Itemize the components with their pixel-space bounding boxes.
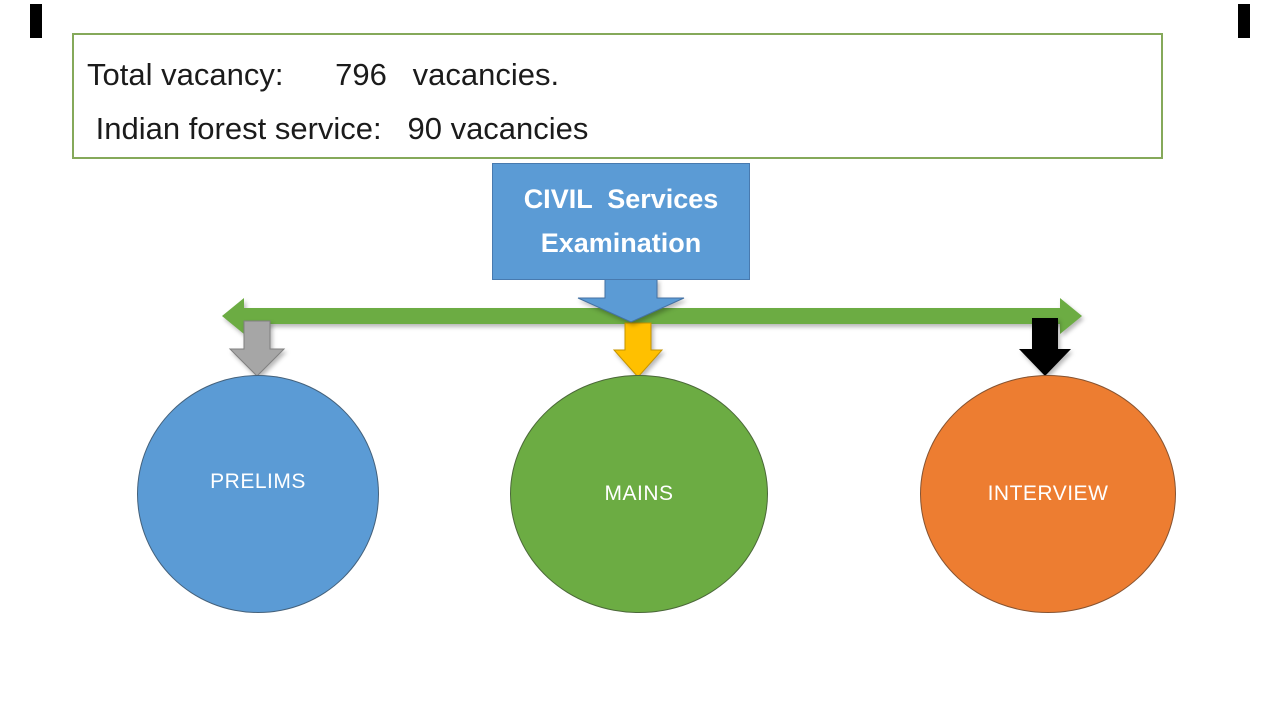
blue-down-arrow: [577, 278, 685, 323]
exam-box-title-line1: CIVIL Services: [523, 184, 719, 214]
total-vacancy-text: Total vacancy: 796 vacancies.: [87, 57, 560, 92]
black-down-arrow: [1019, 318, 1071, 376]
stage-label-interview: INTERVIEW: [987, 482, 1109, 505]
forest-service-vacancy-text: Indian forest service: 90 vacancies: [87, 111, 589, 146]
corner-mark-left: [30, 4, 42, 38]
stage-circle-prelims: PRELIMS: [137, 375, 379, 613]
corner-mark-right: [1238, 4, 1250, 38]
civil-services-exam-box: CIVIL Services Examination: [492, 163, 750, 280]
stage-label-prelims: PRELIMS: [210, 470, 306, 493]
exam-box-title-line2: Examination: [540, 228, 702, 258]
timeline-double-arrow: [222, 298, 1082, 334]
gray-down-arrow: [228, 320, 286, 377]
vacancy-summary-box: Total vacancy: 796 vacancies. Indian for…: [72, 33, 1163, 159]
stage-circle-interview: INTERVIEW: [920, 375, 1176, 613]
stage-label-mains: MAINS: [604, 482, 674, 505]
stage-circle-mains: MAINS: [510, 375, 768, 613]
gold-down-arrow: [612, 322, 664, 378]
